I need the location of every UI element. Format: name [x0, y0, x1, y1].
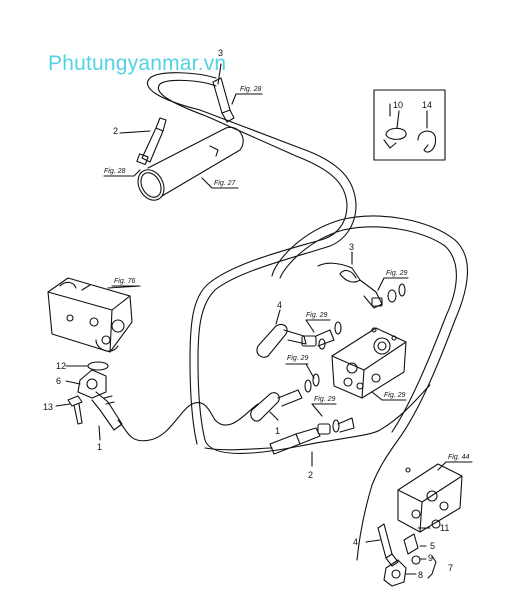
part-number-14: 14	[422, 100, 433, 110]
o-ring-11	[432, 520, 440, 528]
part-number-4-bottom: 4	[353, 537, 359, 547]
fig-ref-29-a: Fig. 29	[386, 270, 408, 277]
bolt-13	[68, 396, 82, 424]
cylinder-end-ring	[133, 165, 169, 205]
pipe-right-loop	[272, 216, 468, 560]
part-number-9: 9	[428, 553, 434, 563]
o-ring-9	[412, 556, 420, 564]
valve-block-fig44	[398, 464, 462, 532]
pipe-top-inner	[158, 80, 347, 444]
part-number-5: 5	[430, 541, 436, 551]
hose-4-bottom	[378, 524, 392, 558]
control-valve-body	[332, 328, 406, 398]
fig-ref-44: Fig. 44	[448, 454, 470, 461]
clamp-14	[418, 131, 436, 152]
pipe-from-valve-1	[118, 403, 258, 441]
part-number-3-top: 3	[218, 48, 224, 58]
cylinder-body	[148, 127, 243, 196]
cylinder-bracket	[210, 146, 218, 156]
part-number-7: 7	[448, 563, 454, 573]
pump-body	[48, 278, 132, 352]
fig-ref-28-top: Fig. 28	[240, 86, 262, 93]
pipe-right-loop-inner	[280, 227, 456, 432]
fig-ref-29-e: Fig. 29	[384, 392, 406, 399]
fig-ref-29-b: Fig. 29	[306, 312, 328, 319]
fig-ref-27: Fig. 27	[214, 180, 236, 187]
pipe-top-outer	[147, 73, 430, 454]
o-ring-12	[88, 362, 108, 370]
inset-box	[374, 90, 445, 160]
part-number-8: 8	[418, 570, 424, 580]
part-number-2-top: 2	[113, 126, 119, 136]
fitting-3-top	[213, 78, 230, 113]
part-number-3-right: 3	[349, 242, 355, 252]
valve-1-fitting	[92, 392, 122, 430]
pipe-lower-horizontal	[205, 448, 272, 450]
part-number-10: 10	[393, 100, 404, 110]
part-number-1-left: 1	[97, 442, 103, 452]
hose-4-mid	[257, 324, 287, 357]
clamp-10	[384, 128, 406, 148]
fitting-2-top	[142, 128, 163, 162]
fitting-8	[384, 560, 406, 586]
fig-ref-29-d: Fig. 29	[314, 396, 336, 403]
fig-ref-29-c: Fig. 29	[287, 355, 309, 362]
part-number-1-mid: 1	[275, 426, 281, 436]
hose-3-right	[318, 263, 360, 282]
hose-1-mid	[251, 393, 280, 421]
fitting-5	[404, 534, 418, 554]
fig-ref-28-left: Fig. 28	[104, 168, 126, 175]
part-number-2-mid: 2	[308, 470, 314, 480]
part-number-13: 13	[43, 402, 54, 412]
part-number-4-mid: 4	[277, 300, 283, 310]
part-number-6: 6	[56, 376, 62, 386]
part-number-12: 12	[56, 361, 67, 371]
valve-6-body	[78, 370, 106, 398]
part-number-11: 11	[440, 523, 450, 533]
watermark-text: Phutungyanmar.vn	[48, 52, 227, 75]
fig-ref-76: Fig. 76	[114, 278, 136, 285]
